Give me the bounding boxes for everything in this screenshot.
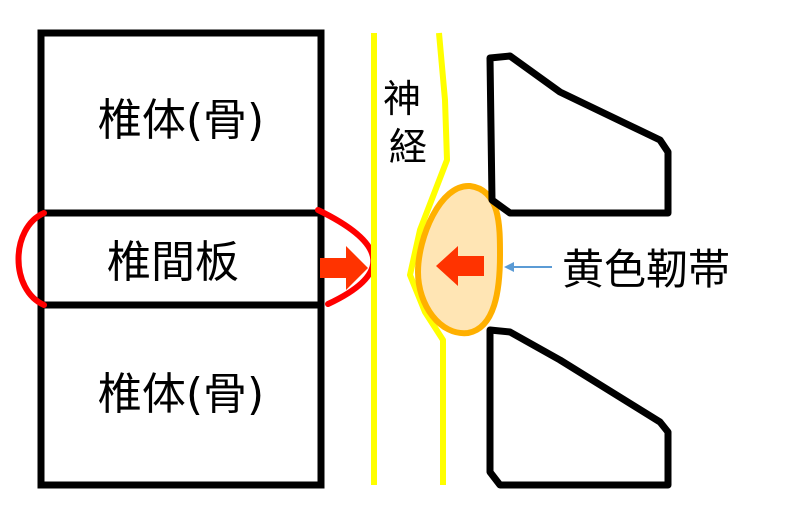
label-ligament: 黄色靭帯: [562, 245, 730, 294]
nerve-line-right: [407, 32, 450, 485]
label-nerve-char-1: 神: [383, 77, 421, 121]
label-nerve-char-2: 経: [389, 125, 427, 169]
vertebra-bottom: [37, 301, 325, 489]
disc-pressure-arrow: [320, 246, 368, 290]
disc-bulge-left: [15, 210, 47, 308]
label-nerve: 神 経: [383, 77, 433, 169]
disc-bulge-right: [315, 207, 377, 307]
label-vertebra-top: 椎体(骨): [98, 95, 264, 146]
label-disc: 椎間板: [107, 237, 239, 288]
posterior-element-bottom: [486, 326, 672, 489]
label-vertebra-bottom: 椎体(骨): [98, 369, 264, 420]
vertebra-top: [37, 29, 325, 217]
posterior-element-top: [486, 52, 672, 217]
ligament-pressure-arrow: [436, 246, 484, 286]
ligament-pointer-head: [504, 262, 514, 272]
